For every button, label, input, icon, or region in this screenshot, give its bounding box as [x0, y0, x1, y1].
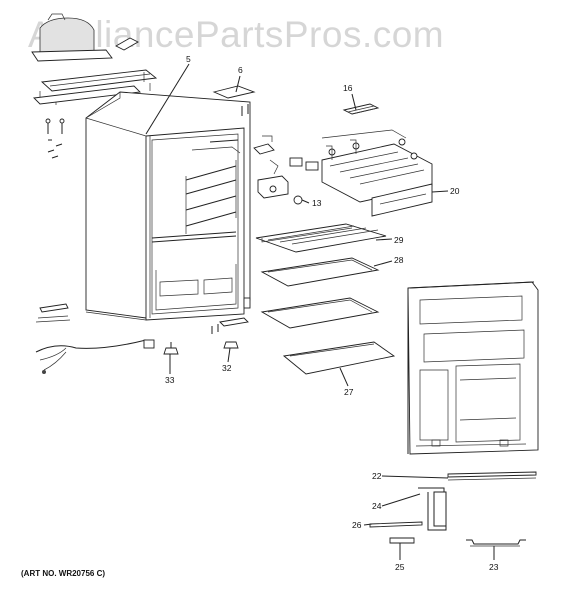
callout-25: 25: [395, 562, 405, 572]
crisper-front-part: [371, 183, 433, 217]
art-number-label: (ART NO. WR20756 C): [21, 569, 106, 578]
wire-shelf-part-29: [255, 223, 387, 253]
glass-shelf-part-28: [260, 257, 380, 287]
bracket-part-23: [466, 539, 526, 547]
glass-shelf-part: [260, 297, 380, 329]
callout-32: 32: [222, 363, 232, 373]
rod-part-26: [369, 521, 423, 528]
callout-27: 27: [344, 387, 354, 397]
screws-part: [45, 118, 65, 159]
callout-6: 6: [238, 65, 243, 75]
compressor-part: [31, 13, 113, 62]
callout-23: 23: [489, 562, 499, 572]
callout-24: 24: [372, 501, 382, 511]
evaporator-cover-part: [212, 85, 256, 116]
thermostat-part: [253, 135, 319, 205]
foot-part-33: [163, 342, 179, 355]
leader-lines: [145, 63, 495, 560]
callout-26: 26: [352, 520, 362, 530]
rack-part-16: [342, 103, 380, 115]
callout-labels: 5 6 16 13 20 29 28 33 32 27 22 24 26 25 …: [165, 54, 499, 572]
hinge-part-32: [211, 317, 249, 349]
base-plate-part: [33, 69, 158, 105]
callout-13: 13: [312, 198, 322, 208]
clip-part-25: [389, 537, 415, 544]
watermark-logo: AppliancePartsPros.com: [28, 14, 445, 55]
bracket-part-24: [418, 487, 447, 531]
relay-part: [115, 37, 139, 51]
callout-22: 22: [372, 471, 382, 481]
callout-5: 5: [186, 54, 191, 64]
door-bar-part-22: [447, 471, 537, 481]
wiring-harness-part: [35, 303, 155, 374]
callout-33: 33: [165, 375, 175, 385]
callout-29: 29: [394, 235, 404, 245]
callout-28: 28: [394, 255, 404, 265]
crisper-cover-part-27: [282, 341, 396, 375]
crisper-cage-part: [321, 129, 433, 203]
callout-16: 16: [343, 83, 353, 93]
callout-20: 20: [450, 186, 460, 196]
door-part: [407, 281, 539, 455]
cabinet-part: [85, 91, 251, 321]
